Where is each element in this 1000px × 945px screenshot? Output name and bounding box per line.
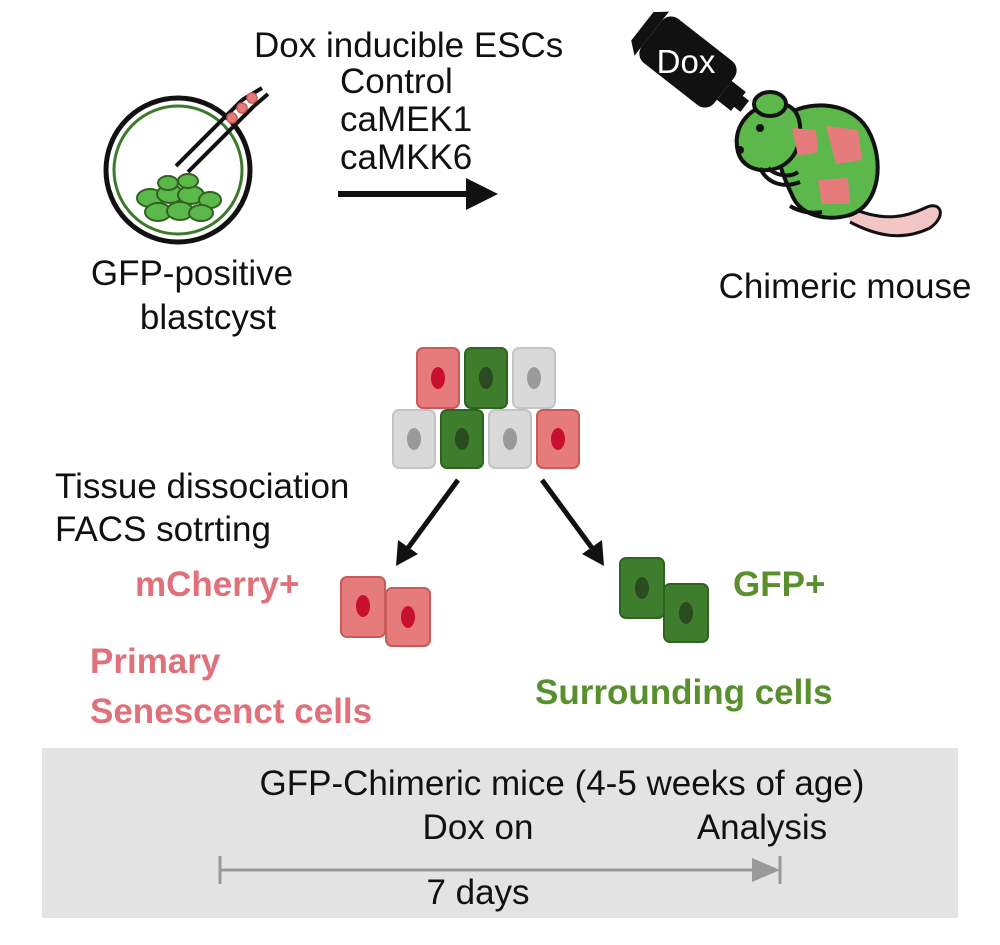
sort-arrow-right [539, 478, 604, 566]
mcherry-label: mCherry+ [135, 565, 299, 604]
timeline-start-label: Dox on [423, 808, 534, 847]
cell-grey [512, 347, 556, 409]
chimeric-mouse-icon [734, 90, 942, 238]
esc-line-control: Control [340, 62, 453, 101]
esc-line-camkk6: caMKK6 [340, 138, 472, 177]
timeline-panel [42, 748, 958, 918]
blastocyst-label-line1: GFP-positive [91, 254, 293, 293]
cell-red [536, 409, 580, 469]
cell-green [440, 409, 484, 469]
injection-arrow [338, 178, 498, 210]
primary-label-line2: Senescenct cells [90, 692, 372, 731]
process-line-2: FACS sotrting [55, 510, 271, 549]
process-line-1: Tissue dissociation [55, 467, 349, 506]
cell-green [619, 557, 665, 619]
cell-red [416, 347, 460, 409]
timeline-duration-label: 7 days [426, 873, 529, 912]
sort-arrow-left [396, 478, 461, 566]
esc-title: Dox inducible ESCs [254, 26, 563, 65]
cell-red [385, 587, 431, 647]
primary-label-line1: Primary [90, 642, 221, 681]
cell-grey [488, 409, 532, 469]
timeline-end-label: Analysis [697, 808, 827, 847]
cell-grey [392, 409, 436, 469]
surrounding-label: Surrounding cells [535, 673, 833, 712]
dox-bottle-label: Dox [657, 43, 716, 80]
timeline-bar [218, 856, 782, 884]
esc-line-camek1: caMEK1 [340, 100, 472, 139]
dox-bottle-icon [631, 11, 750, 112]
cell-green [464, 347, 508, 409]
mouse-label: Chimeric mouse [719, 267, 972, 306]
cell-green [663, 583, 709, 643]
gfp-label: GFP+ [733, 565, 825, 604]
gfp-cells [619, 557, 709, 643]
blastocyst-label-line2: blastcyst [140, 298, 276, 337]
mcherry-cells [340, 576, 431, 647]
cell-red [340, 576, 386, 638]
timeline-title: GFP-Chimeric mice (4-5 weeks of age) [260, 764, 865, 803]
pipette-icon [174, 86, 270, 174]
tissue-cell-cluster [392, 347, 580, 469]
blastocyst-dish-icon [103, 86, 270, 245]
